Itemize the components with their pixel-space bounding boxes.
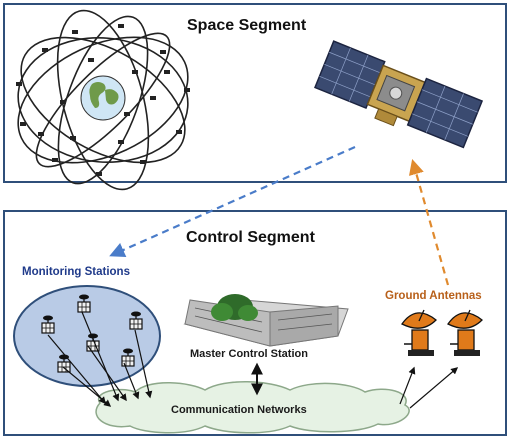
antenna-network-links	[399, 366, 459, 409]
station-network-links	[47, 311, 153, 407]
monitoring-stations-group	[41, 294, 143, 373]
monitoring-station-icon	[77, 294, 91, 313]
control-segment-title: Control Segment	[186, 229, 315, 246]
space-segment-title: Space Segment	[187, 17, 307, 34]
antenna-uplink-arrow	[408, 159, 450, 286]
master-control-station-label: Master Control Station	[190, 348, 308, 360]
monitoring-station-icon	[129, 311, 143, 330]
globe-icon	[16, 9, 190, 191]
satellite-icon	[314, 40, 484, 149]
ground-antennas-label: Ground Antennas	[385, 290, 482, 302]
monitoring-station-icon	[57, 354, 71, 373]
cloud-icon	[95, 381, 410, 434]
building-icon	[183, 294, 349, 347]
monitoring-station-icon	[41, 315, 55, 334]
monitoring-stations-area	[13, 285, 161, 387]
monitoring-station-icon	[121, 348, 135, 367]
ground-antenna-icon	[447, 309, 483, 356]
ground-antenna-icon	[401, 309, 437, 356]
communication-networks-label: Communication Networks	[171, 404, 307, 416]
monitoring-link-arrow	[109, 145, 356, 258]
monitoring-stations-label: Monitoring Stations	[22, 266, 130, 278]
